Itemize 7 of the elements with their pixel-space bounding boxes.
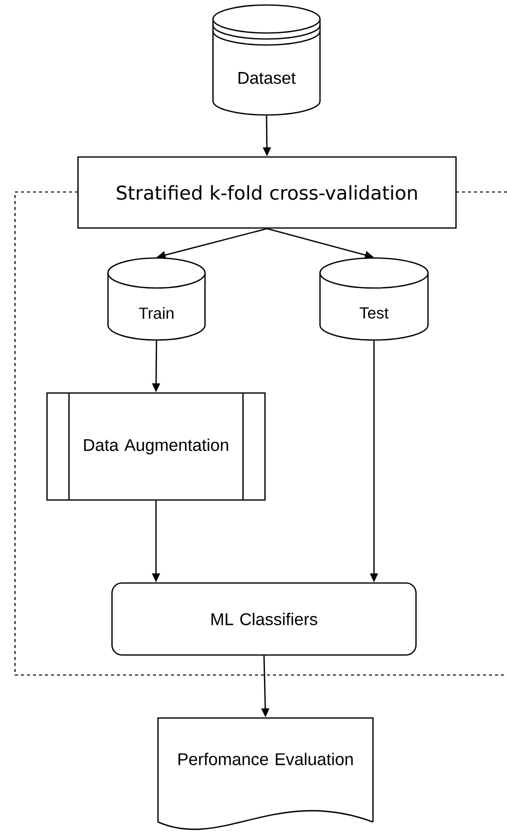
database-cylinder: Test — [319, 257, 429, 341]
database-cylinder: Dataset — [212, 4, 321, 116]
subprocess-box: Data Augmentation — [46, 392, 266, 501]
rounded-box: ML Classifiers — [111, 582, 417, 656]
process-box: Stratified k-fold cross-validation — [77, 156, 457, 229]
database-cylinder: Train — [107, 257, 206, 341]
document-shape: Perfomance Evaluation — [157, 717, 374, 830]
